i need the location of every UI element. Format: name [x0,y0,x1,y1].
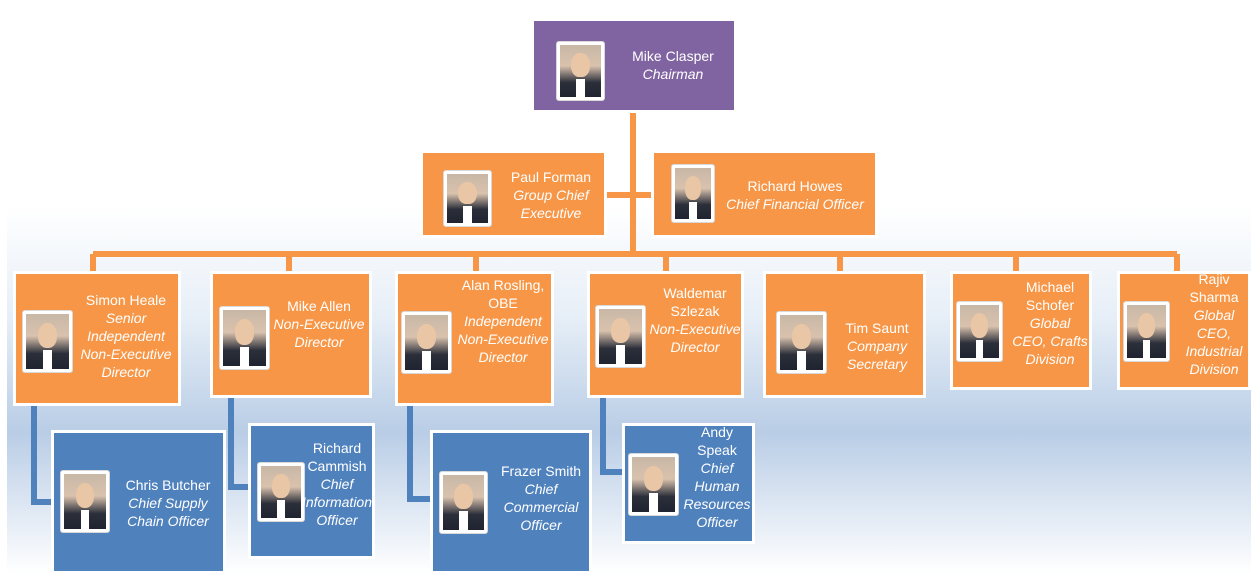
node-simon-heale-text: Simon Heale Senior Independent Non-Execu… [71,291,181,381]
person-role: Global CEO, Industrial Division [1185,307,1243,377]
node-chairman: Mike Clasper Chairman [531,18,737,113]
node-richard-howes-text: Richard Howes Chief Financial Officer [712,177,878,213]
node-tim-saunt-text: Tim Saunt Company Secretary [831,319,923,373]
node-richard-cammish-text: Richard Cammish Chief Information Office… [301,439,373,529]
node-michael-schofer-text: Michael Schofer Global CEO, Crafts Divis… [1011,278,1089,368]
photo-frazer-smith [439,471,488,534]
node-mike-allen: Mike Allen Non-Executive Director [210,271,372,398]
person-name: Alan Rosling, OBE [461,277,545,311]
person-role: Senior Independent Non-Executive Directo… [80,310,172,380]
photo-michael-schofer [956,301,1003,362]
person-name: Richard Howes [747,178,843,194]
node-alan-rosling-text: Alan Rosling, OBE Independent Non-Execut… [451,276,555,366]
node-waldemar-szlezak-text: Waldemar Szlezak Non-Executive Director [646,284,744,356]
node-tim-saunt: Tim Saunt Company Secretary [763,271,926,398]
person-role: Non-Executive Director [649,321,741,355]
photo-mike-allen [219,306,270,370]
node-richard-howes: Richard Howes Chief Financial Officer [651,150,878,238]
person-role: Global CEO, Crafts Division [1012,315,1088,367]
person-role: Company Secretary [847,338,907,372]
person-name: Simon Heale [85,292,167,308]
node-michael-schofer: Michael Schofer Global CEO, Crafts Divis… [950,271,1092,390]
node-simon-heale: Simon Heale Senior Independent Non-Execu… [13,271,181,406]
person-role: Chairman [642,66,704,82]
person-role: Group Chief Executive [513,187,589,221]
connector-allen-cammish [228,398,251,490]
photo-mike-clasper [556,41,605,101]
photo-waldemar-szlezak [595,305,646,368]
node-mike-allen-text: Mike Allen Non-Executive Director [269,297,369,351]
photo-richard-howes [671,164,715,223]
node-chris-butcher-text: Chris Butcher Chief Supply Chain Officer [112,476,224,530]
person-role: Independent Non-Executive Director [457,313,549,365]
photo-chris-butcher [60,470,110,533]
photo-alan-rosling [401,311,452,374]
photo-simon-heale [22,310,73,373]
node-rajiv-sharma-text: Rajiv Sharma Global CEO, Industrial Divi… [1176,270,1252,378]
node-andy-speak-text: Andy Speak Chief Human Resources Officer [680,423,754,531]
person-name: Frazer Smith [500,463,582,479]
person-name: Andy Speak [697,424,737,458]
node-rajiv-sharma: Rajiv Sharma Global CEO, Industrial Divi… [1117,271,1251,390]
node-frazer-smith: Frazer Smith Chief Commercial Officer [430,430,592,574]
person-name: Paul Forman [510,169,592,185]
person-role: Chief Human Resources Officer [683,460,751,530]
photo-richard-cammish [257,462,305,522]
person-role: Non-Executive Director [273,316,365,350]
person-role: Chief Supply Chain Officer [127,495,209,529]
photo-andy-speak [628,453,679,516]
connector-szlezak-speak [600,398,625,475]
person-name: Tim Saunt [845,320,909,336]
node-chris-butcher: Chris Butcher Chief Supply Chain Officer [51,430,226,574]
org-chart: Mike Clasper Chairman Paul Forman Group … [7,8,1251,574]
person-role: Chief Financial Officer [726,196,864,212]
node-waldemar-szlezak: Waldemar Szlezak Non-Executive Director [587,271,744,398]
person-name: Michael Schofer [1025,279,1075,313]
person-name: Mike Clasper [632,48,714,64]
node-alan-rosling: Alan Rosling, OBE Independent Non-Execut… [395,271,554,406]
node-paul-forman-text: Paul Forman Group Chief Executive [498,168,604,222]
person-name: Waldemar Szlezak [663,285,727,319]
connector-heale-butcher [31,406,54,505]
person-name: Chris Butcher [125,477,211,493]
node-andy-speak: Andy Speak Chief Human Resources Officer [622,423,755,544]
org-connectors [31,113,1180,505]
person-name: Richard Cammish [307,440,367,474]
photo-paul-forman [443,170,492,227]
node-paul-forman: Paul Forman Group Chief Executive [420,150,607,238]
person-role: Chief Information Officer [301,476,373,528]
node-chairman-text: Mike Clasper Chairman [614,47,732,83]
person-name: Mike Allen [287,298,351,314]
node-frazer-smith-text: Frazer Smith Chief Commercial Officer [491,462,591,534]
person-name: Rajiv Sharma [1189,271,1239,305]
person-role: Chief Commercial Officer [503,481,579,533]
node-richard-cammish: Richard Cammish Chief Information Office… [248,423,375,559]
photo-rajiv-sharma [1123,301,1170,362]
photo-tim-saunt [776,311,827,374]
connector-rosling-smith [407,406,433,502]
